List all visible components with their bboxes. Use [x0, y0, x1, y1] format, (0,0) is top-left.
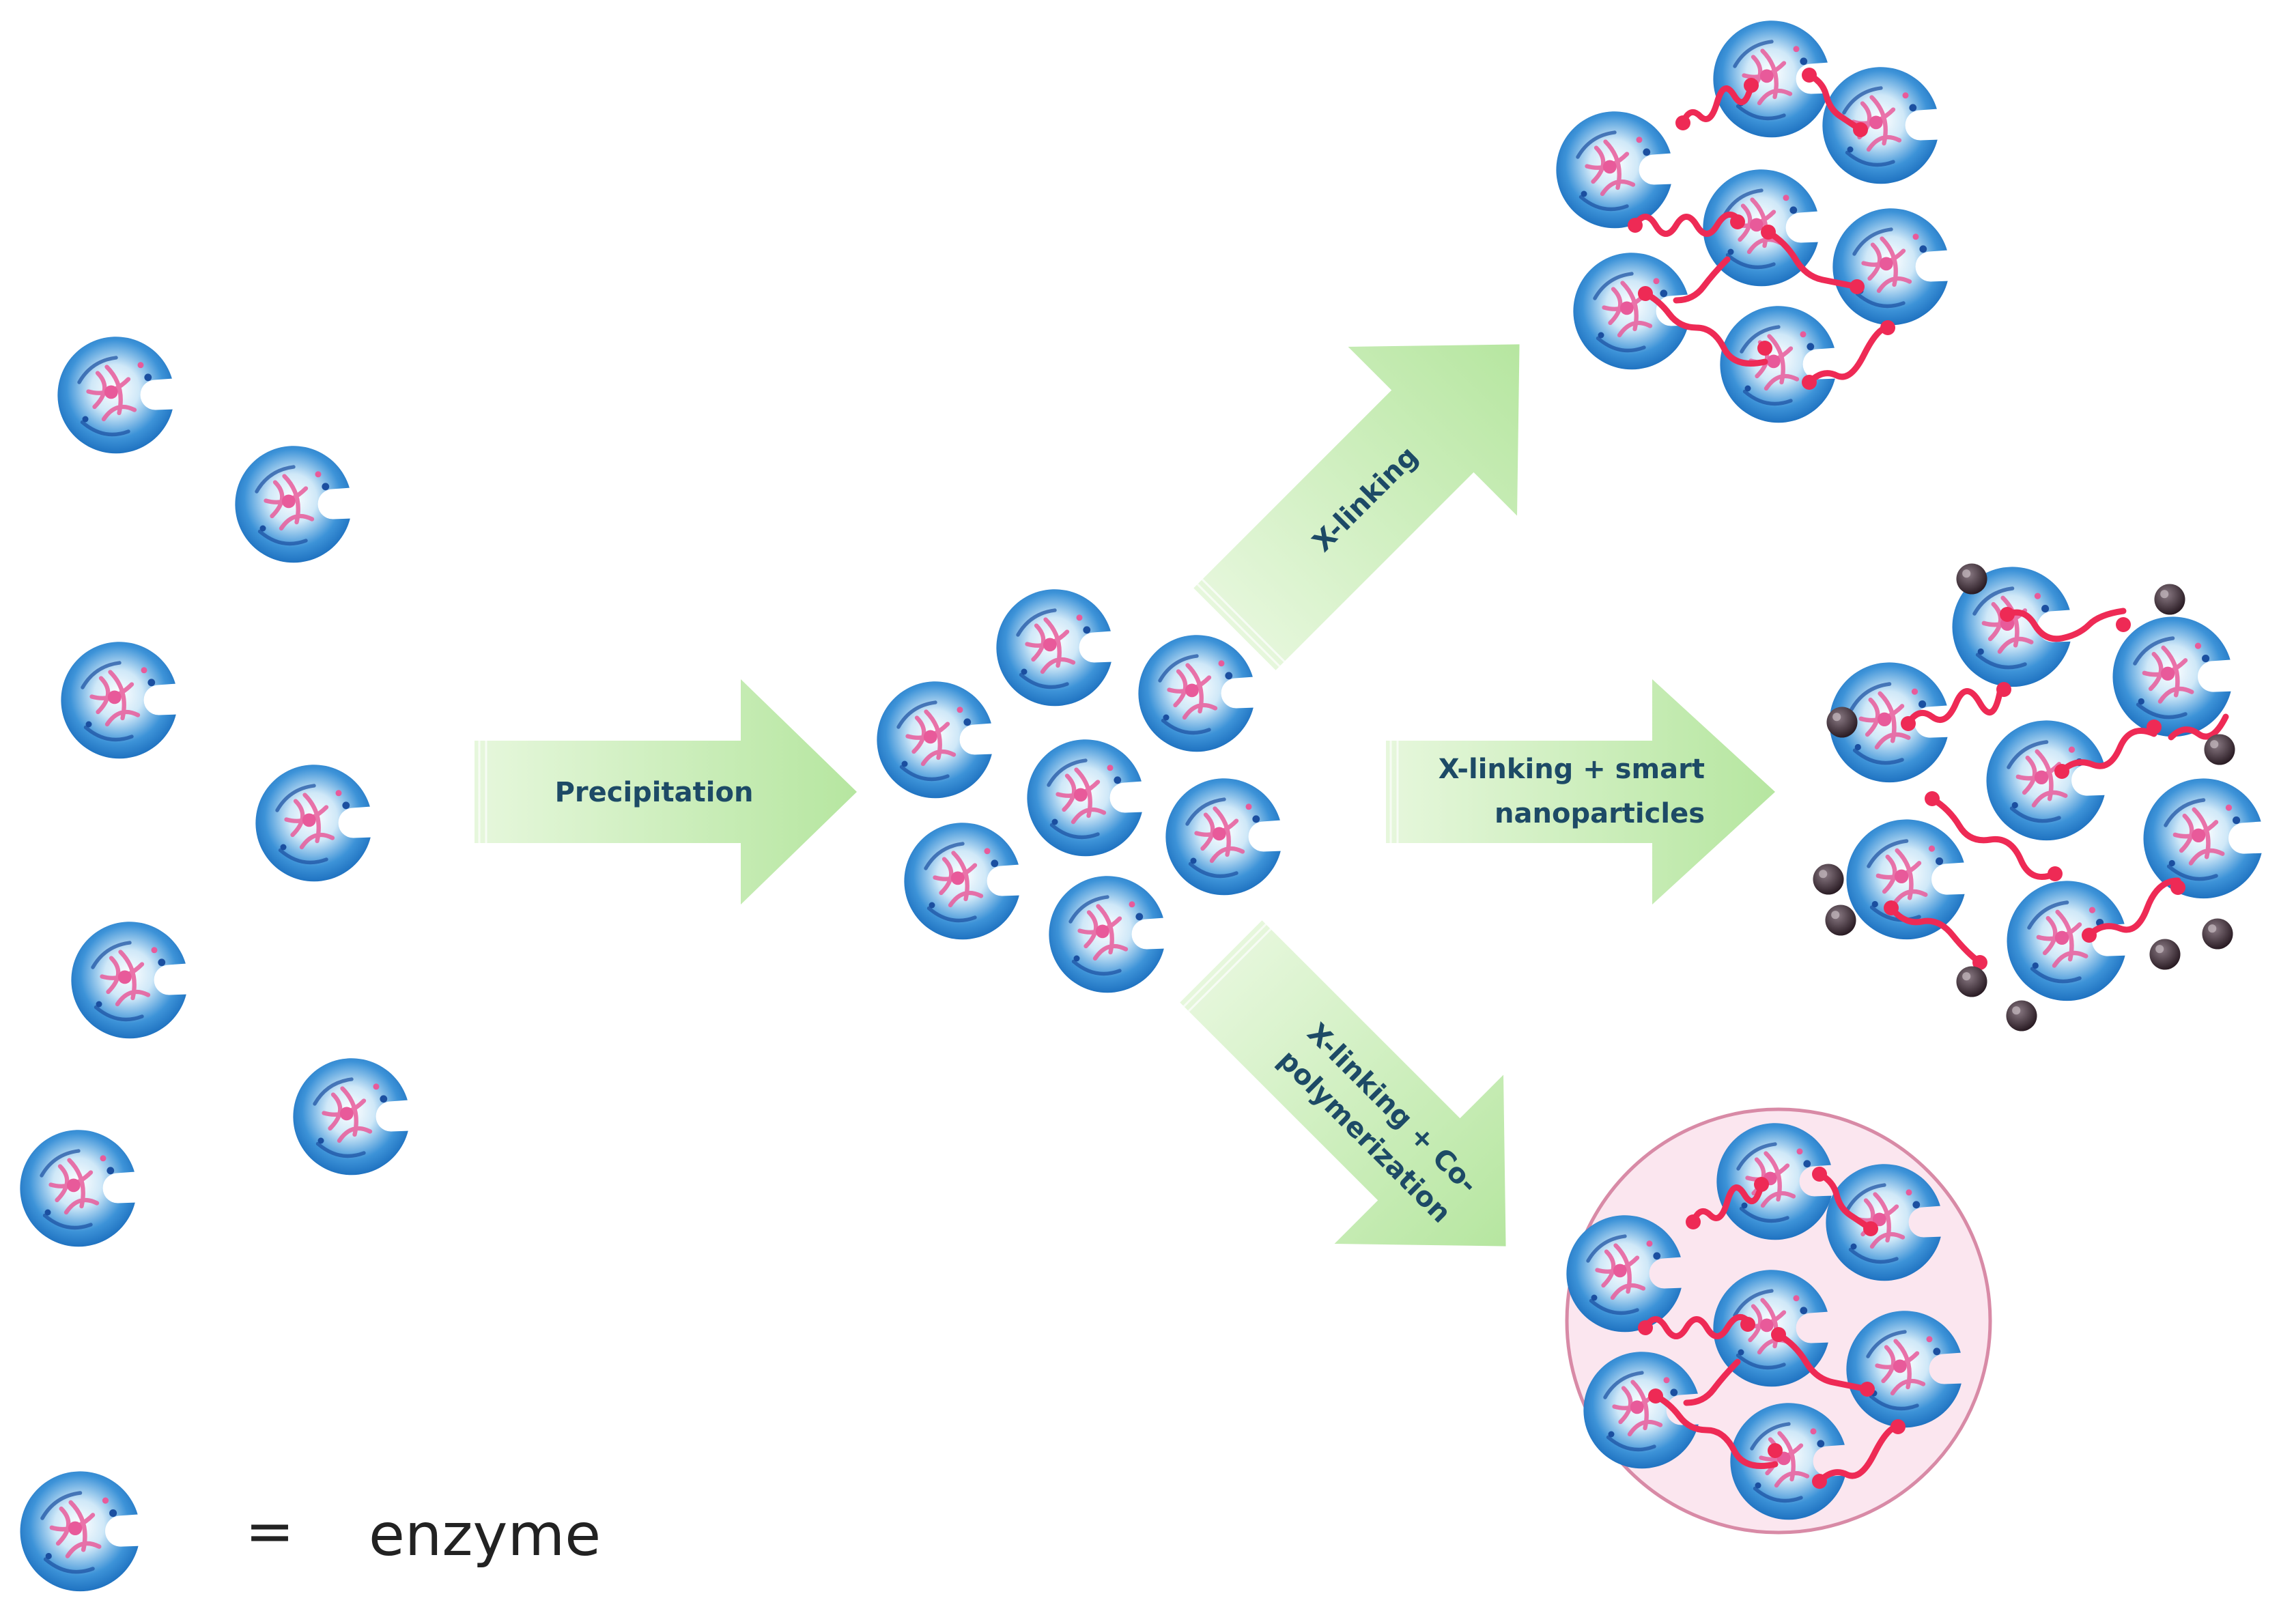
enzyme-icon [1987, 720, 2105, 840]
precipitated-enzyme-cluster [877, 589, 1280, 993]
enzyme-icon [1573, 253, 1688, 369]
enzyme-icon [71, 922, 186, 1038]
enzyme-icon [2007, 881, 2125, 1001]
nanoparticle-icon [1956, 966, 1987, 997]
enzyme-icon [904, 823, 1019, 939]
nanoparticle-icon [2154, 584, 2185, 615]
xlinking-copolymerization-arrow: X-linking + Co- polymerization [1180, 920, 1506, 1247]
xlinking-smart-label-line2: nanoparticles [1495, 798, 1705, 829]
nanoparticle-icon [2149, 939, 2181, 970]
nanoparticle-icon [1956, 563, 1987, 595]
copolymerized-enzyme-aggregate [1566, 1107, 1992, 1535]
legend-equals: = [245, 1497, 294, 1565]
nanoparticle-icon [1825, 904, 1856, 936]
enzyme-icon [293, 1058, 408, 1175]
legend: = enzyme [20, 1471, 601, 1591]
enzyme-icon [1832, 208, 1947, 325]
enzyme-icon [1556, 111, 1671, 228]
enzyme-icon [1049, 876, 1163, 993]
enzyme-icon [61, 642, 175, 758]
free-enzymes [20, 337, 408, 1247]
enzyme-icon [2113, 616, 2231, 737]
nanoparticle-icon [1826, 707, 1858, 738]
enzyme-icon [877, 681, 991, 798]
crosslinker-chain [1888, 608, 2229, 966]
enzyme-icon [2144, 778, 2262, 898]
cross-linked-enzyme-aggregate [1556, 20, 1947, 423]
enzyme-icon [996, 589, 1111, 706]
cross-linked-enzymes-with-nanoparticles [1813, 563, 2261, 1031]
legend-term: enzyme [369, 1501, 601, 1569]
nanoparticle-icon [2006, 1000, 2037, 1031]
nanoparticle-icon [1813, 864, 1844, 895]
xlinking-arrow: X-linking [1193, 344, 1520, 670]
crosslinker-chain [1642, 1171, 1901, 1485]
crosslinker-chain [1632, 72, 1891, 386]
nanoparticle-icon [2202, 918, 2233, 950]
enzyme-icon [255, 765, 370, 881]
enzyme-icon [1138, 635, 1253, 752]
nanoparticle-icon [2204, 734, 2235, 765]
xlinking-smart-nanoparticles-arrow: X-linking + smart nanoparticles [1386, 679, 1775, 904]
enzyme-icon [20, 1130, 134, 1247]
enzyme-icon [1822, 67, 1937, 184]
xlinking-smart-label-line1: X-linking + smart [1439, 754, 1705, 785]
enzyme-icon [235, 446, 350, 562]
enzyme-icon [20, 1471, 139, 1591]
enzyme-icon [57, 337, 172, 453]
enzyme-icon [1165, 778, 1280, 895]
enzyme-icon [1027, 739, 1142, 856]
precipitation-arrow: Precipitation [475, 679, 857, 904]
precipitation-label: Precipitation [555, 777, 754, 808]
